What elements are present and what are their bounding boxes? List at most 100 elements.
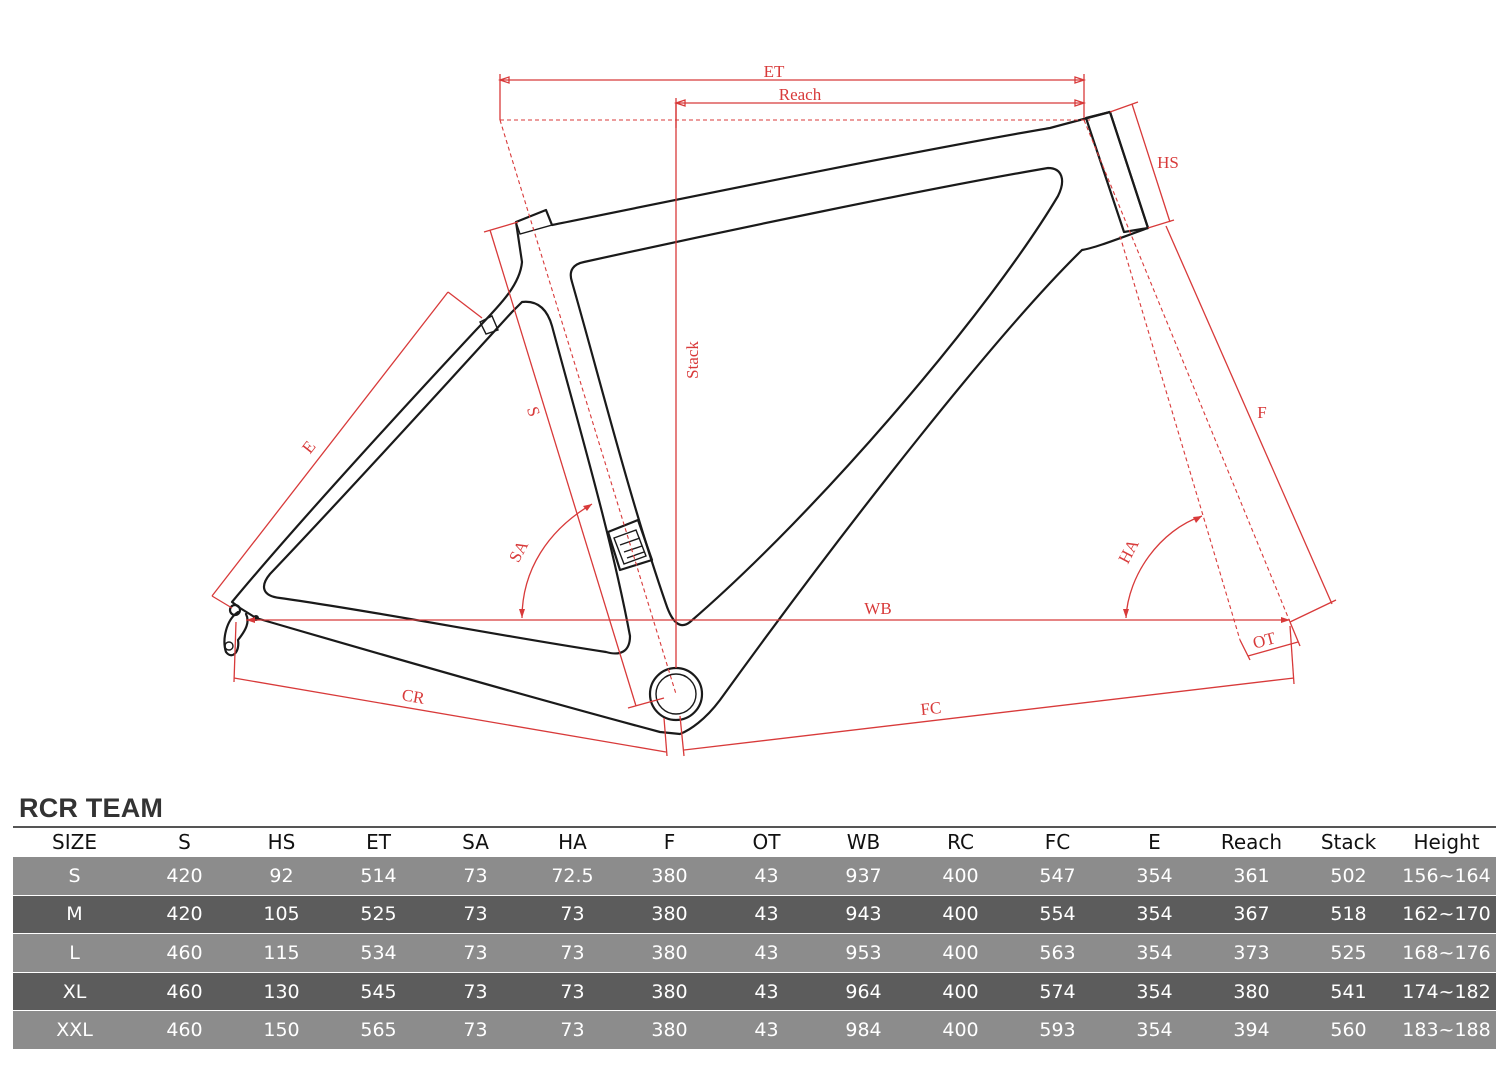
table-cell: 115 [233,933,330,973]
header-cell: Stack [1300,826,1397,857]
table-cell: 73 [524,895,621,934]
table-cell: 105 [233,895,330,934]
dimension-stack: Stack [675,103,702,668]
dimension-e: E [211,291,483,609]
table-cell: 73 [427,895,524,934]
label-cr: CR [400,685,426,708]
table-title: RCR TEAM [19,793,164,823]
table-cell: 554 [1009,895,1106,934]
table-cell: 525 [330,895,427,934]
table-cell: 130 [233,972,330,1011]
label-et: ET [764,62,785,81]
table-cell: 73 [427,972,524,1011]
rear-dropout [223,603,259,657]
table-cell: 43 [718,933,815,973]
rear-triangle-cutout [262,300,632,655]
table-cell: 150 [233,1010,330,1049]
table-cell: 460 [136,1010,233,1049]
label-e: E [298,437,319,457]
table-cell: 354 [1106,972,1203,1011]
label-hs: HS [1157,153,1179,172]
table-cell: 156~164 [1397,856,1496,896]
table-cell: 534 [330,933,427,973]
table-cell: 73 [427,856,524,896]
table-cell: 43 [718,895,815,934]
dimension-ha: HA [1115,515,1203,619]
table-cell: 518 [1300,895,1397,934]
table-cell: 400 [912,1010,1009,1049]
label-reach: Reach [779,85,822,104]
header-cell: ET [330,826,427,857]
geometry-table: SIZE S HS ET SA HA F OT WB RC FC E Reach… [13,826,1496,1049]
dimension-cr: CR [233,621,668,757]
label-ha: HA [1115,535,1144,566]
table-header-row: SIZE S HS ET SA HA F OT WB RC FC E Reach… [13,826,1496,857]
dimension-hs: HS [1109,101,1179,229]
table-cell: 361 [1203,856,1300,896]
table-cell: 574 [1009,972,1106,1011]
table-cell: 43 [718,1010,815,1049]
table-cell: 593 [1009,1010,1106,1049]
table-cell: 354 [1106,895,1203,934]
table-cell: 354 [1106,1010,1203,1049]
table-cell: 43 [718,856,815,896]
header-cell: S [136,826,233,857]
frame-outer-outline [230,110,1150,736]
size-cell: S [13,856,136,896]
size-cell: XL [13,972,136,1011]
head-tube [1084,110,1150,234]
table-cell: 380 [621,1010,718,1049]
table-cell: 541 [1300,972,1397,1011]
label-stack: Stack [683,341,702,379]
dimension-ot: OT [1239,621,1301,661]
front-triangle-cutout [569,166,1064,627]
header-cell: OT [718,826,815,857]
label-sa: SA [505,537,532,566]
dimension-fc: FC [679,625,1295,757]
dimension-s: S [483,119,677,709]
label-wb: WB [864,599,891,618]
dimension-f: F [1083,119,1337,641]
header-cell: Reach [1203,826,1300,857]
table-cell: 380 [621,856,718,896]
header-cell: F [621,826,718,857]
table-cell: 43 [718,972,815,1011]
header-cell: Height [1397,826,1496,857]
table-cell: 937 [815,856,912,896]
derailleur-mount [606,518,654,572]
table-cell: 367 [1203,895,1300,934]
table-cell: 545 [330,972,427,1011]
table-cell: 460 [136,933,233,973]
table-cell: 400 [912,972,1009,1011]
size-cell: M [13,895,136,934]
label-fc: FC [920,698,943,719]
table-cell: 373 [1203,933,1300,973]
table-cell: 400 [912,856,1009,896]
table-cell: 953 [815,933,912,973]
table-cell: 168~176 [1397,933,1496,973]
table-cell: 525 [1300,933,1397,973]
table-cell: 73 [524,933,621,973]
table-cell: 514 [330,856,427,896]
table-cell: 162~170 [1397,895,1496,934]
table-cell: 73 [524,1010,621,1049]
label-s: S [523,404,544,419]
table-cell: 420 [136,895,233,934]
table-cell: 380 [621,933,718,973]
table-cell: 73 [427,933,524,973]
table-cell: 943 [815,895,912,934]
table-cell: 354 [1106,856,1203,896]
table-cell: 73 [427,1010,524,1049]
table-cell: 400 [912,933,1009,973]
header-cell: SIZE [13,826,136,857]
dimension-wb: WB [246,599,1290,623]
header-cell: RC [912,826,1009,857]
table-cell: 174~182 [1397,972,1496,1011]
frame-geometry-diagram: ET Reach Stack HS F [211,62,1337,757]
table-cell: 984 [815,1010,912,1049]
size-cell: XXL [13,1010,136,1049]
table-cell: 563 [1009,933,1106,973]
